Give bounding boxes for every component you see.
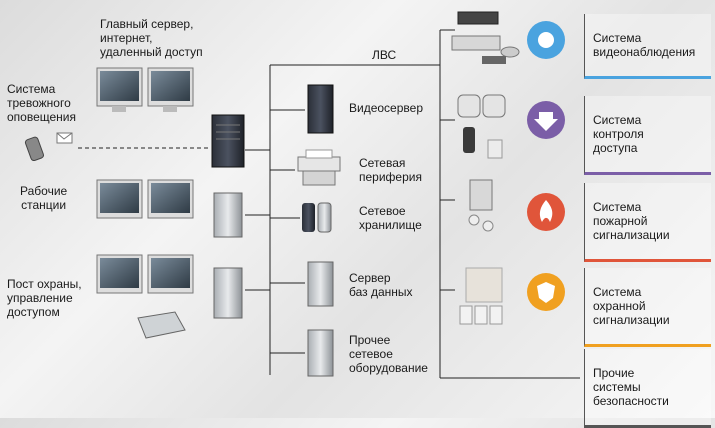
fire-hardware <box>468 179 494 232</box>
storage-icon <box>302 202 332 233</box>
db-server-icon <box>307 261 334 307</box>
phone-icon <box>24 136 44 162</box>
security-network-diagram <box>24 11 580 379</box>
system-intrusion-label: Система охранной сигнализации <box>593 285 670 327</box>
workstations-label: Рабочие станции <box>20 184 68 212</box>
system-fire-label: Система пожарной сигнализации <box>593 200 670 242</box>
camera-icon <box>527 21 565 59</box>
peripherals-label: Сетевая периферия <box>359 156 422 184</box>
alarm-label: Система тревожного оповещения <box>7 82 76 124</box>
system-fire-box: Система пожарной сигнализации <box>584 183 711 262</box>
main-server-label: Главный сервер, интернет, удаленный дост… <box>100 17 203 59</box>
guard-post-monitors <box>96 254 194 339</box>
guard-post-tower <box>213 267 243 319</box>
storage-label: Сетевое хранилище <box>359 204 422 232</box>
system-video-box: Система видеонаблюдения <box>584 14 711 79</box>
system-access-box: Система контроля доступа <box>584 96 711 175</box>
system-intrusion-box: Система охранной сигнализации <box>584 268 711 347</box>
network-lines <box>78 29 580 379</box>
main-server-monitors <box>96 67 194 112</box>
workstation-monitors <box>96 179 194 219</box>
intrusion-hardware <box>459 267 503 325</box>
video-server-icon <box>307 84 334 134</box>
other-network-label: Прочее сетевое оборудование <box>349 333 428 375</box>
workstation-tower <box>213 192 243 238</box>
guard-post-label: Пост охраны, управление доступом <box>7 277 82 319</box>
other-network-icon <box>307 329 334 377</box>
printer-icon <box>297 149 341 186</box>
system-video-label: Система видеонаблюдения <box>593 31 696 59</box>
envelope-icon <box>56 132 73 144</box>
arrow-down-icon <box>527 101 565 139</box>
lan-label: ЛВС <box>372 48 397 62</box>
flame-icon <box>527 193 565 231</box>
shield-icon <box>527 273 565 311</box>
system-other-label: Прочие системы безопасности <box>593 366 669 408</box>
db-server-label: Сервер баз данных <box>349 271 413 299</box>
access-hardware <box>457 94 506 159</box>
system-access-label: Система контроля доступа <box>593 113 644 155</box>
video-server-label: Видеосервер <box>349 101 423 115</box>
video-hardware <box>451 11 520 64</box>
main-server-tower <box>211 114 245 168</box>
system-other-box: Прочие системы безопасности <box>584 349 711 428</box>
